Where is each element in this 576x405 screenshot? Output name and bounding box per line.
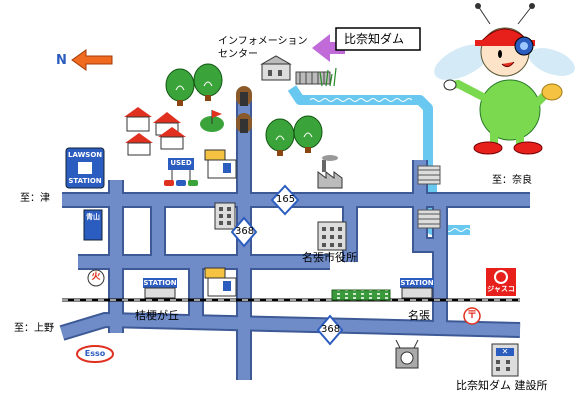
lawson-station-icon — [65, 147, 105, 189]
dam-icon — [295, 71, 331, 85]
info-center-icon — [260, 55, 292, 81]
route-368-south-number: 368 — [321, 324, 341, 335]
route-368-north-number: 368 — [235, 226, 255, 237]
station-nabari-sign: STATION — [400, 279, 434, 287]
info-center-label: インフォメーション センター — [218, 36, 308, 60]
route-368-north-shield — [230, 216, 258, 248]
station-kikyo-sign: STATION — [143, 279, 177, 287]
esso-sign: Esso — [84, 349, 106, 358]
mascot-icon — [434, 3, 575, 155]
post-office-icon — [463, 307, 481, 325]
tunnel-north — [236, 86, 252, 133]
fire-station-sign: 火 — [91, 272, 101, 282]
city-hall-icon — [317, 221, 347, 251]
route-165-shield — [270, 184, 300, 216]
lawson-sign-bottom: STATION — [68, 177, 102, 185]
fire-station-icon — [87, 269, 105, 287]
route-165-number: 165 — [276, 194, 296, 205]
dam-callout-arrow-icon — [312, 34, 345, 62]
to-ueno-label: 至：上野 — [14, 323, 54, 334]
train-icon — [331, 289, 391, 301]
kikyogaoka-station-icon — [143, 278, 177, 299]
gas-station-south-icon — [204, 267, 237, 297]
dam-office-label: 比奈知ダム 建設所 — [456, 379, 548, 392]
used-sign: USED — [170, 159, 192, 167]
machinery-icon — [395, 339, 419, 369]
golf-icon — [200, 110, 224, 132]
jusco-sign: ジャスコ — [487, 285, 515, 293]
route-368-south-shield — [316, 314, 344, 346]
north-label: N — [56, 53, 67, 68]
aoyama-sign: 青山 — [86, 213, 100, 221]
dam-office-building-icon — [491, 343, 519, 377]
dam-office-mark: ✕ — [501, 347, 509, 356]
used-car-shop-icon — [164, 158, 198, 186]
aoyama-store-icon — [83, 209, 103, 241]
north-arrow-icon — [71, 49, 113, 71]
lawson-sign-top: LAWSON — [68, 151, 103, 159]
to-nara-label: 至：奈良 — [492, 175, 532, 186]
kikyogaoka-label: 桔梗が丘 — [135, 309, 179, 322]
dam-callout-box — [335, 27, 421, 51]
nabari-label: 名張 — [408, 309, 430, 322]
grass-icon — [319, 67, 337, 87]
esso-logo-icon — [76, 345, 114, 363]
forest-icons — [165, 63, 323, 156]
houses-icon — [124, 107, 186, 156]
to-tsu-label: 至：津 — [20, 193, 50, 204]
office-building-icon — [214, 202, 236, 230]
post-office-sign: 〒 — [467, 310, 477, 321]
jusco-logo-icon — [486, 268, 516, 296]
city-hall-label: 名張市役所 — [302, 251, 357, 264]
nabari-station-icon — [400, 278, 434, 299]
factory-icon — [317, 155, 343, 189]
bridge-east — [417, 165, 441, 229]
gas-station-north-icon — [204, 149, 237, 179]
dam-callout-label: 比奈知ダム — [344, 32, 405, 46]
